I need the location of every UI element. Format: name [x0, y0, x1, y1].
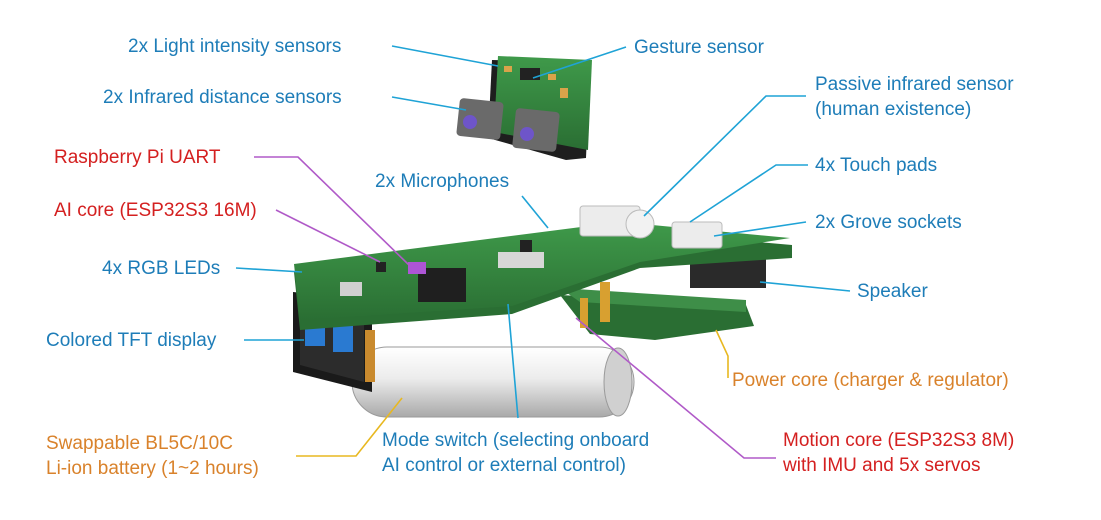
label-touch-pads: 4x Touch pads — [815, 155, 938, 176]
label-power-core: Power core (charger & regulator) — [732, 370, 1009, 391]
leader-ai-core — [275, 209, 381, 263]
label-battery-line1: Swappable BL5C/10C — [46, 433, 233, 454]
leader-ir-distance — [391, 96, 467, 111]
leader-rpi-uart — [254, 156, 411, 267]
label-gesture-sensor: Gesture sensor — [634, 37, 764, 58]
leader-gesture — [532, 46, 627, 79]
leader-motion-core — [575, 317, 776, 459]
sensor-board — [456, 56, 592, 160]
leader-rgb-leds — [235, 267, 303, 273]
power-board — [560, 288, 754, 340]
label-motion-core: Motion core (ESP32S3 8M) with IMU and 5x… — [783, 428, 1014, 478]
label-microphones: 2x Microphones — [375, 171, 510, 192]
label-rgb-leds: 4x RGB LEDs — [102, 258, 221, 279]
label-mode-line2: AI control or external control) — [382, 455, 626, 476]
leader-mode-switch — [507, 303, 519, 419]
main-pcb — [294, 205, 792, 330]
leader-microphones — [521, 195, 549, 229]
label-grove-sockets: 2x Grove sockets — [815, 212, 962, 233]
leader-power-core — [715, 329, 729, 378]
label-battery: Swappable BL5C/10C Li-ion battery (1~2 h… — [46, 431, 259, 481]
label-speaker: Speaker — [857, 281, 928, 302]
label-motion-line1: Motion core (ESP32S3 8M) — [783, 430, 1015, 451]
leader-pir — [643, 95, 806, 217]
leader-grove — [713, 221, 807, 237]
leader-light-sensors — [391, 45, 499, 67]
leader-lines — [235, 45, 851, 459]
label-pir-line2: (human existence) — [815, 99, 972, 120]
label-pir-line1: Passive infrared sensor — [815, 74, 1014, 95]
label-mode-switch: Mode switch (selecting onboard AI contro… — [382, 428, 649, 478]
leader-speaker — [759, 281, 851, 292]
label-rpi-uart: Raspberry Pi UART — [54, 147, 221, 168]
label-light-sensors: 2x Light intensity sensors — [128, 36, 342, 57]
label-motion-line2: with IMU and 5x servos — [783, 455, 981, 476]
label-battery-line2: Li-ion battery (1~2 hours) — [46, 458, 259, 479]
label-tft-display: Colored TFT display — [46, 330, 217, 351]
label-ai-core: AI core (ESP32S3 16M) — [54, 200, 257, 221]
leader-battery — [296, 397, 403, 457]
label-pir: Passive infrared sensor (human existence… — [815, 72, 1014, 122]
label-ir-distance: 2x Infrared distance sensors — [103, 87, 342, 108]
leader-touch — [689, 164, 808, 223]
label-mode-line1: Mode switch (selecting onboard — [382, 430, 650, 451]
